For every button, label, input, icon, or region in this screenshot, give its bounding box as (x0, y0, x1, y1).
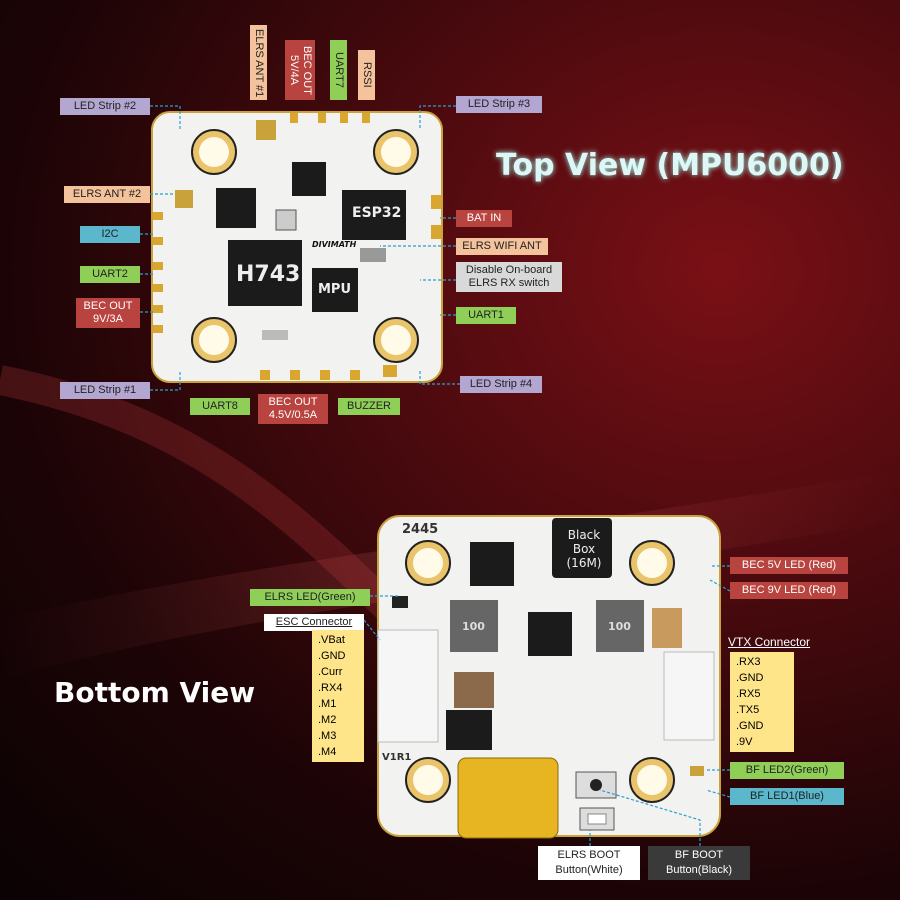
board-code: 2445 (402, 522, 439, 537)
chip-esp32-label: ESP32 (352, 205, 402, 221)
bf-led1-label: BF LED1(Blue) (730, 788, 844, 805)
top-view-title: Top View (MPU6000) (496, 148, 844, 183)
led-strip-4-label: LED Strip #4 (460, 376, 542, 393)
elrs-ant2-label: ELRS ANT #2 (64, 186, 150, 203)
led-strip-3-label: LED Strip #3 (456, 96, 542, 113)
vtx-pin: .RX5 (736, 688, 761, 700)
esc-pin: .M4 (318, 746, 337, 758)
elrs-boot-label: ELRS BOOT Button(White) (538, 846, 640, 880)
chip-mpu-label: MPU (318, 282, 352, 297)
rev-label: V1R1 (382, 752, 412, 763)
bottom-view-title: Bottom View (54, 676, 256, 709)
elrs-ant1-label: ELRS ANT #1 (250, 25, 267, 100)
rssi-label: RSSI (358, 50, 375, 100)
elrs-wifi-ant-label: ELRS WIFI ANT (456, 238, 548, 255)
bec-9v-led-label: BEC 9V LED (Red) (730, 582, 848, 599)
uart7-label: UART7 (330, 40, 347, 100)
inductor-right-code: 100 (608, 620, 631, 633)
bat-in-label: BAT IN (456, 210, 512, 227)
disable-elrs-label: Disable On-board ELRS RX switch (456, 262, 562, 292)
bf-boot-label: BF BOOT Button(Black) (648, 846, 750, 880)
vtx-pin: .GND (736, 720, 764, 732)
vtx-pin: .9V (736, 736, 753, 748)
vtx-pin: .GND (736, 672, 764, 684)
vtx-pin: .RX3 (736, 656, 761, 668)
esc-connector-title: ESC Connector (264, 614, 364, 631)
esc-pin: .VBat (318, 634, 345, 646)
uart2-label: UART2 (80, 266, 140, 283)
esc-pin: .Curr (318, 666, 343, 678)
bec-5v-led-label: BEC 5V LED (Red) (730, 557, 848, 574)
inductor-left-code: 100 (462, 620, 485, 633)
top-board-graphic (151, 111, 443, 383)
esc-pin: .M2 (318, 714, 337, 726)
vtx-connector-title: VTX Connector (728, 635, 811, 649)
led-strip-1-label: LED Strip #1 (60, 382, 150, 399)
esc-pin: .GND (318, 650, 346, 662)
bec-out-9v-label: BEC OUT 9V/3A (76, 298, 140, 328)
brand-label: DIVIMATH (312, 240, 357, 249)
bf-led2-label: BF LED2(Green) (730, 762, 844, 779)
esc-pin: .M3 (318, 730, 337, 742)
led-strip-2-label: LED Strip #2 (60, 98, 150, 115)
bec-out-4v5-label: BEC OUT 4.5V/0.5A (258, 394, 328, 424)
esc-pin: .RX4 (318, 682, 343, 694)
vtx-pin-list: .RX3 .GND .RX5 .TX5 .GND .9V (730, 652, 794, 752)
esc-pin-list: .VBat .GND .Curr .RX4 .M1 .M2 .M3 .M4 (312, 630, 364, 762)
bec-out-5v-label: BEC OUT 5V/4A (285, 40, 315, 100)
buzzer-label: BUZZER (338, 398, 400, 415)
chip-mcu-label: H743 (236, 262, 301, 287)
uart8-label: UART8 (190, 398, 250, 415)
esc-pin: .M1 (318, 698, 337, 710)
elrs-led-label: ELRS LED(Green) (250, 589, 370, 606)
vtx-pin: .TX5 (736, 704, 760, 716)
uart1-label: UART1 (456, 307, 516, 324)
blackbox-chip-label: Black Box (16M) (566, 528, 602, 570)
i2c-label: I2C (80, 226, 140, 243)
